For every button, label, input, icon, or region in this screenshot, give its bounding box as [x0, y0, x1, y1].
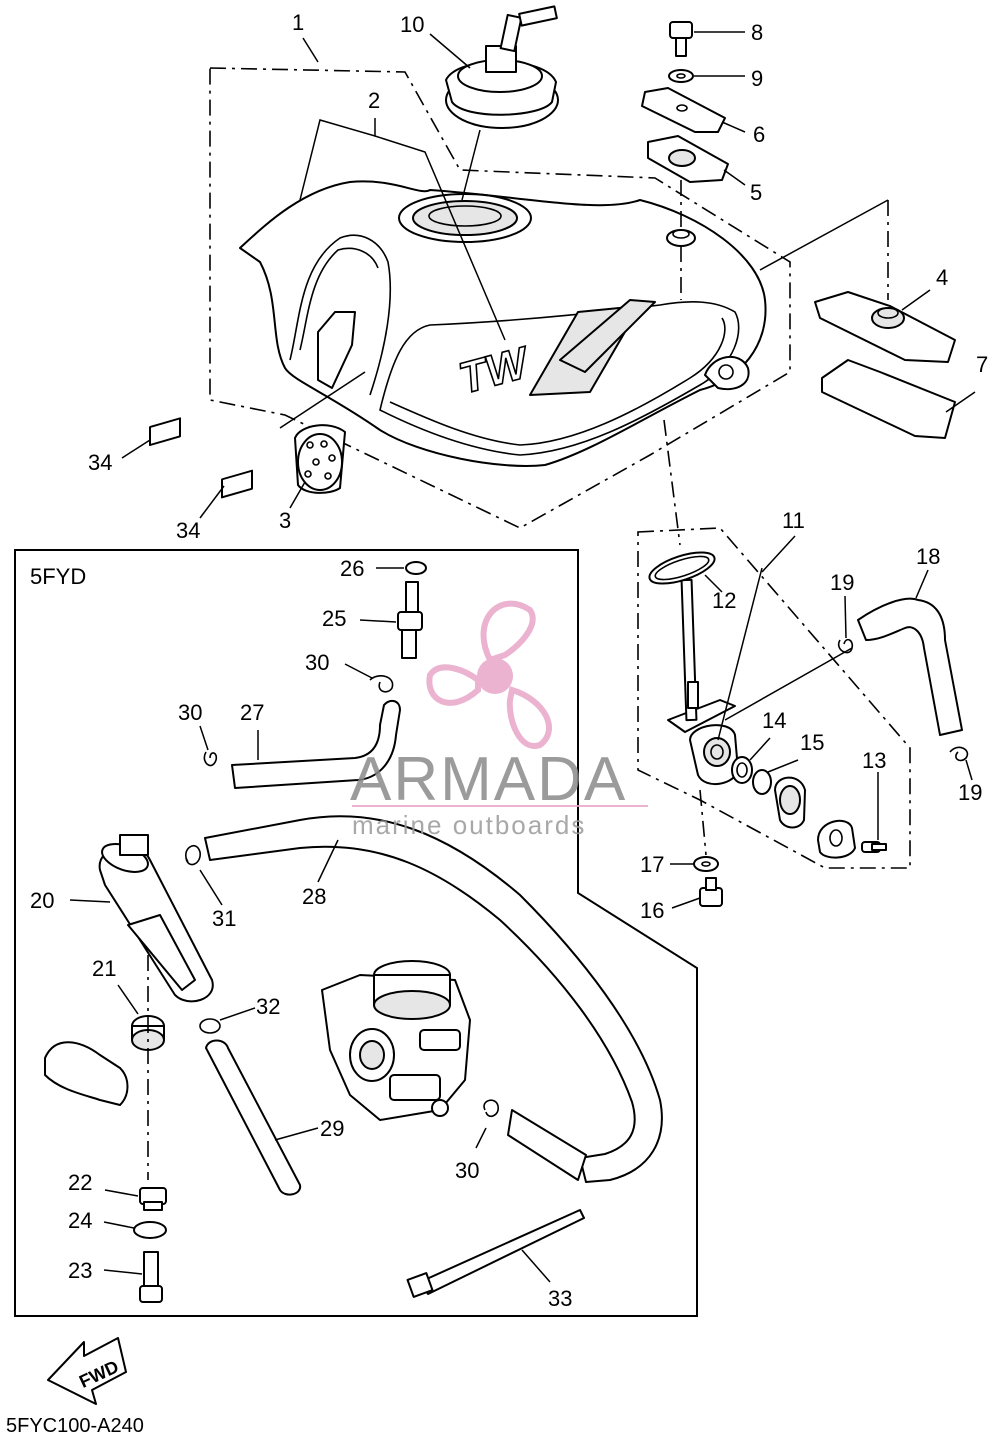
callout-30a: 30	[305, 650, 329, 675]
callout-28: 28	[302, 884, 326, 909]
pump-bracket	[44, 1041, 129, 1106]
callout-31: 31	[212, 906, 236, 931]
callout-2: 2	[368, 88, 380, 113]
callout-13: 13	[862, 748, 886, 773]
clip-30a[interactable]	[369, 675, 394, 693]
callout-16: 16	[640, 898, 664, 923]
clip-19a[interactable]	[837, 638, 854, 654]
callout-11: 11	[782, 508, 805, 533]
callout-34b: 34	[176, 518, 200, 543]
o-ring-26[interactable]	[405, 561, 427, 575]
screw-13[interactable]	[861, 841, 887, 853]
inset-label: 5FYD	[30, 564, 86, 589]
callout-5: 5	[750, 180, 762, 205]
callout-3: 3	[279, 508, 291, 533]
clip-31[interactable]	[185, 845, 201, 866]
plate-6[interactable]	[641, 87, 726, 133]
armada-watermark: ARMADA marine outboards	[350, 600, 648, 840]
lever-knob[interactable]	[774, 776, 806, 829]
bolt-23[interactable]	[139, 1251, 163, 1303]
cable-tie-33[interactable]	[406, 1209, 585, 1298]
callout-7: 7	[976, 352, 988, 377]
callout-9: 9	[751, 66, 763, 91]
bolt-8[interactable]	[669, 21, 693, 57]
callout-24: 24	[68, 1208, 92, 1233]
callout-33: 33	[548, 1286, 572, 1311]
fwd-arrow: FWD	[47, 1337, 127, 1405]
diagram-code: 5FYC100-A240	[6, 1415, 144, 1437]
callout-6: 6	[753, 122, 765, 147]
callout-21: 21	[92, 956, 116, 981]
fuel-cock[interactable]	[667, 578, 739, 785]
propeller-logo-icon	[426, 600, 552, 749]
bolt-16[interactable]	[699, 877, 723, 907]
inset-frame-5fyd	[14, 549, 698, 1317]
clip-30c[interactable]	[483, 1099, 499, 1118]
callout-14: 14	[762, 708, 786, 733]
washer-9[interactable]	[668, 69, 694, 83]
o-ring-15[interactable]	[752, 769, 772, 795]
callout-4: 4	[936, 265, 948, 290]
carburetor[interactable]	[321, 960, 471, 1121]
callout-18: 18	[916, 544, 940, 569]
o-ring-12[interactable]	[646, 546, 718, 590]
callout-30c: 30	[455, 1158, 479, 1183]
callout-25: 25	[322, 606, 346, 631]
pad-34b[interactable]	[221, 469, 253, 499]
callout-8: 8	[751, 20, 763, 45]
callout-26: 26	[340, 556, 364, 581]
callout-29: 29	[320, 1116, 344, 1141]
fuel-tank[interactable]: TW	[239, 180, 767, 467]
washer-24[interactable]	[133, 1221, 167, 1239]
damper-5[interactable]	[647, 135, 729, 183]
watermark-brand: ARMADA	[350, 745, 627, 814]
pad-34a[interactable]	[149, 417, 181, 447]
callout-20: 20	[30, 888, 54, 913]
callout-15: 15	[800, 730, 824, 755]
fuel-hose-18[interactable]	[857, 597, 963, 736]
callout-30b: 30	[178, 700, 202, 725]
clip-19b[interactable]	[949, 746, 969, 762]
fuel-pump-20[interactable]	[98, 834, 214, 1003]
tank-assembly-outline	[209, 67, 791, 529]
clip-30b[interactable]	[203, 751, 218, 767]
callout-34a: 34	[88, 450, 112, 475]
grommet[interactable]	[666, 229, 696, 247]
callout-19b: 19	[958, 780, 982, 805]
bracket-4[interactable]	[814, 291, 956, 363]
washer-14[interactable]	[731, 756, 753, 784]
callout-17: 17	[640, 852, 664, 877]
hose-29[interactable]	[205, 1039, 302, 1196]
callout-23: 23	[68, 1258, 92, 1283]
callout-22: 22	[68, 1170, 92, 1195]
fitting-25[interactable]	[397, 581, 423, 659]
washer-17[interactable]	[693, 856, 719, 872]
callout-10: 10	[400, 12, 424, 37]
callout-19a: 19	[830, 570, 854, 595]
hose-28[interactable]	[204, 815, 663, 1183]
fuel-cap[interactable]	[445, 5, 559, 129]
clip-32[interactable]	[199, 1018, 221, 1034]
fuel-cock-outline	[637, 527, 911, 869]
watermark-tagline: marine outboards	[352, 810, 586, 840]
callout-12: 12	[712, 588, 736, 613]
callout-1: 1	[292, 10, 304, 35]
collar-22[interactable]	[139, 1187, 167, 1211]
hose-27[interactable]	[231, 699, 401, 789]
callout-32: 32	[256, 994, 280, 1019]
pad-7[interactable]	[821, 359, 956, 439]
callout-27: 27	[240, 700, 264, 725]
cover-plate[interactable]	[817, 819, 856, 859]
damper-3[interactable]	[294, 424, 346, 494]
